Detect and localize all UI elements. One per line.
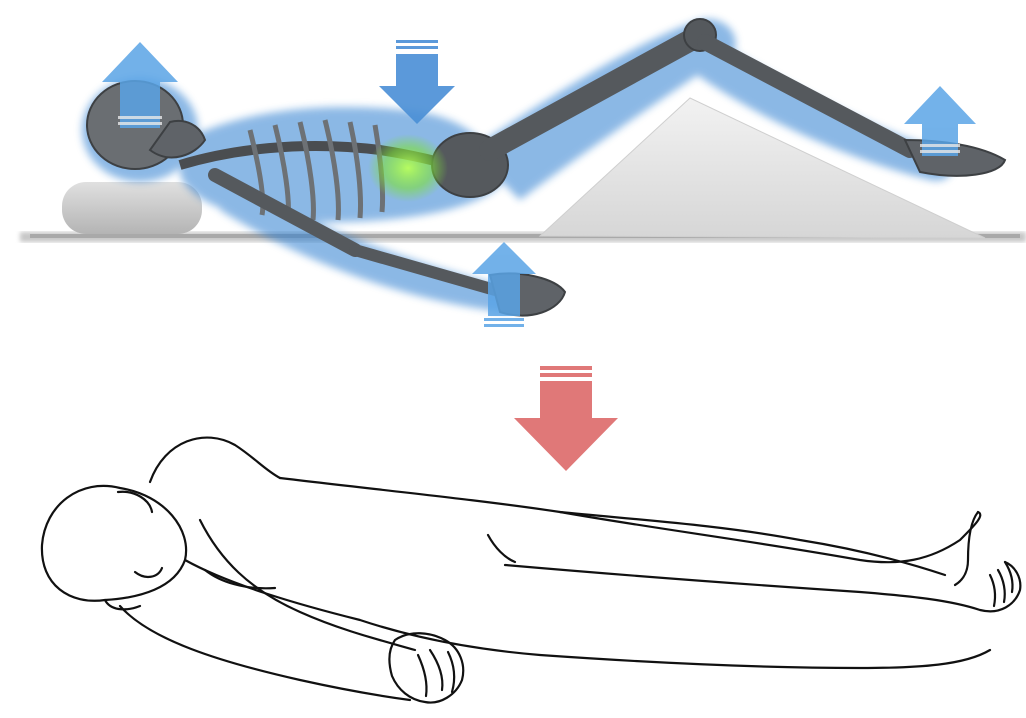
outline-thigh-top <box>560 512 980 562</box>
lower-scene <box>42 438 1020 703</box>
outline-upper-foot <box>955 512 978 585</box>
upper-scene <box>20 19 1026 327</box>
outline-shoulder <box>150 438 280 482</box>
outline-ear <box>118 492 152 512</box>
lumbar-highlight <box>368 134 448 202</box>
outline-arm <box>200 520 415 650</box>
outline-fingers <box>418 650 454 696</box>
head-pillow <box>62 182 202 234</box>
outline-face <box>135 568 162 577</box>
outline-head <box>42 486 186 601</box>
outline-lower-contour <box>120 606 410 700</box>
outline-toes <box>990 562 1013 606</box>
outline-lower-leg <box>505 562 1020 611</box>
outline-hip <box>488 535 515 562</box>
arrow-down-icon <box>514 366 618 471</box>
outline-back <box>280 478 945 575</box>
